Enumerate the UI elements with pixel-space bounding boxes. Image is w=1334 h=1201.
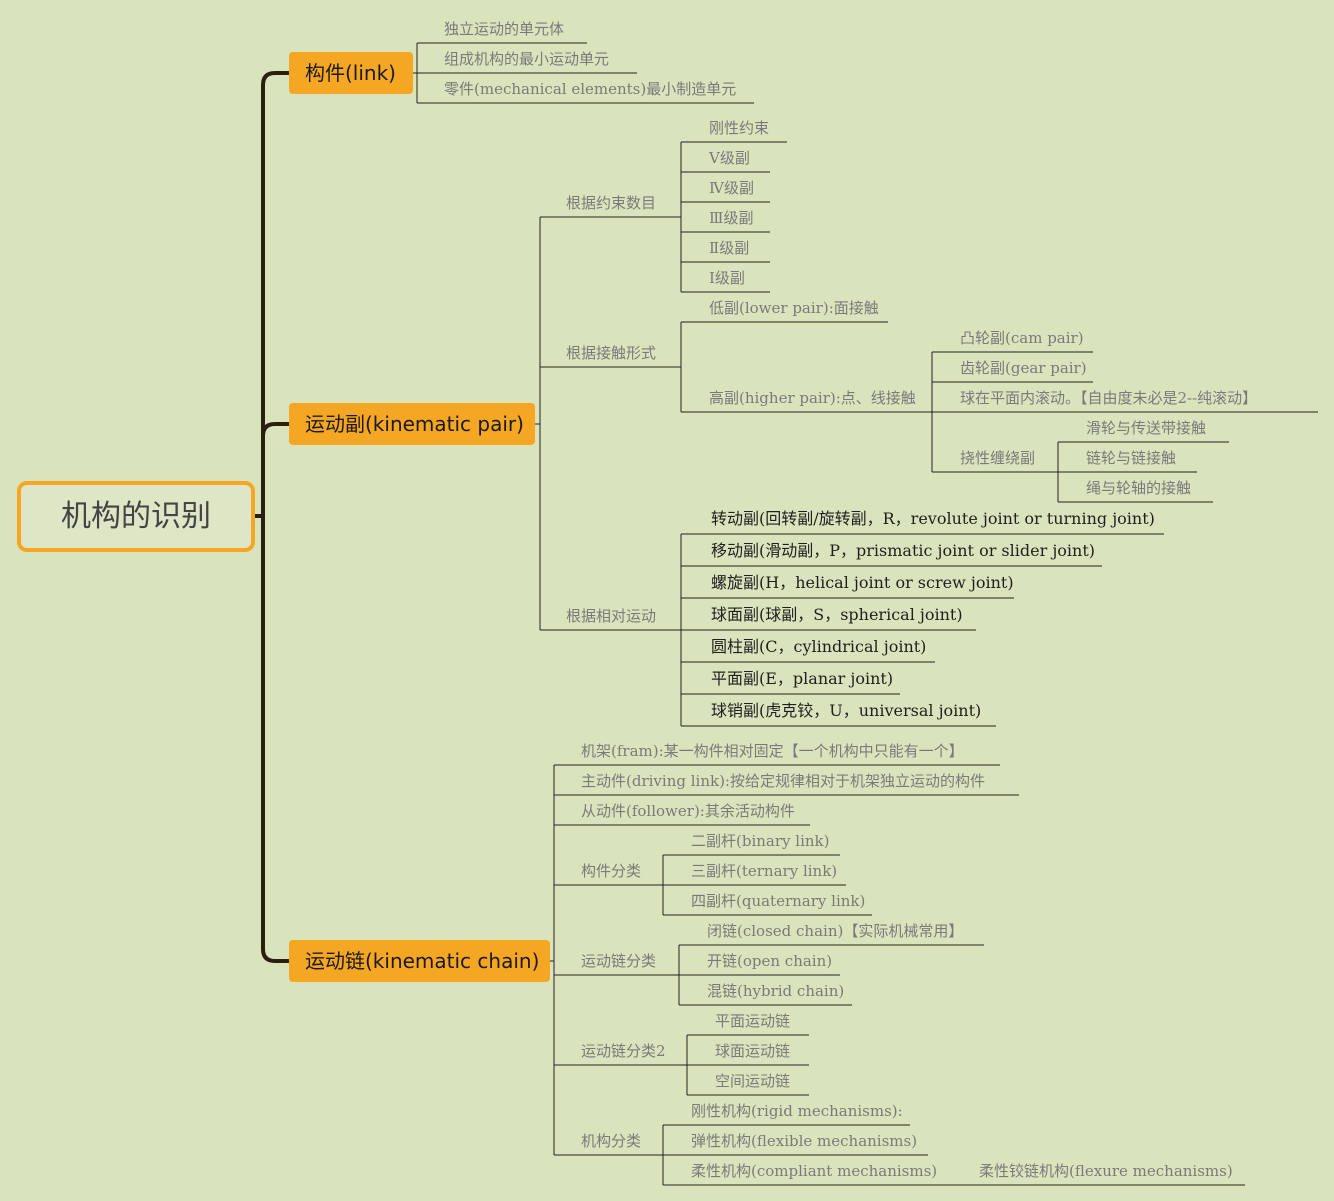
higher-pair-item[interactable]: 齿轮副(gear pair) xyxy=(960,359,1087,377)
mech-class-item[interactable]: 柔性机构(compliant mechanisms) xyxy=(691,1162,938,1180)
motion-item[interactable]: 球面副(球副，S，spherical joint) xyxy=(711,605,963,624)
link-item[interactable]: 独立运动的单元体 xyxy=(444,20,565,38)
mech-class-item[interactable]: 弹性机构(flexible mechanisms) xyxy=(691,1132,918,1150)
branch-kinematic-pair[interactable]: 运动副(kinematic pair) xyxy=(289,403,535,445)
higher-pair-item[interactable]: 球在平面内滚动。【自由度未必是2--纯滚动】 xyxy=(960,389,1258,407)
pair-by-contact[interactable]: 根据接触形式 xyxy=(566,344,657,362)
constraint-item[interactable]: Ⅰ级副 xyxy=(709,269,745,287)
compliant-sub-item[interactable]: 柔性铰链机构(flexure mechanisms) xyxy=(979,1162,1233,1180)
chain-class-item[interactable]: 开链(open chain) xyxy=(707,952,833,970)
motion-item[interactable]: 移动副(滑动副，P，prismatic joint or slider join… xyxy=(711,541,1096,560)
chain-chain-class[interactable]: 运动链分类 xyxy=(581,952,657,970)
chain-chain-class2[interactable]: 运动链分类2 xyxy=(581,1042,666,1060)
flexible-pair[interactable]: 挠性缠绕副 xyxy=(960,449,1036,467)
link-item[interactable]: 零件(mechanical elements)最小制造单元 xyxy=(444,80,737,98)
flexible-pair-item[interactable]: 滑轮与传送带接触 xyxy=(1086,419,1207,437)
lower-pair[interactable]: 低副(lower pair):面接触 xyxy=(709,299,879,317)
flexible-pair-item[interactable]: 链轮与链接触 xyxy=(1086,449,1177,467)
constraint-item[interactable]: Ⅳ级副 xyxy=(709,179,754,197)
trunk-lines xyxy=(255,71,289,963)
chain-follower[interactable]: 从动件(follower):其余活动构件 xyxy=(581,802,795,820)
branch-lines xyxy=(413,42,1318,1186)
chain-class2-item[interactable]: 空间运动链 xyxy=(715,1072,791,1090)
branch-kinematic-chain[interactable]: 运动链(kinematic chain) xyxy=(289,940,550,982)
constraint-item[interactable]: Ⅴ级副 xyxy=(709,149,750,167)
link-item[interactable]: 组成机构的最小运动单元 xyxy=(444,50,610,68)
constraint-item[interactable]: Ⅲ级副 xyxy=(709,209,754,227)
pair-by-motion[interactable]: 根据相对运动 xyxy=(566,607,657,625)
mech-class-item[interactable]: 刚性机构(rigid mechanisms): xyxy=(691,1102,903,1120)
motion-item[interactable]: 圆柱副(C，cylindrical joint) xyxy=(711,637,927,656)
chain-link-class[interactable]: 构件分类 xyxy=(581,862,642,880)
motion-item[interactable]: 平面副(E，planar joint) xyxy=(711,669,894,688)
root-topic[interactable]: 机构的识别 xyxy=(17,481,255,552)
link-class-item[interactable]: 四副杆(quaternary link) xyxy=(691,892,866,910)
chain-class2-item[interactable]: 球面运动链 xyxy=(715,1042,791,1060)
constraint-item[interactable]: Ⅱ级副 xyxy=(709,239,750,257)
flexible-pair-item[interactable]: 绳与轮轴的接触 xyxy=(1086,479,1192,497)
chain-class-item[interactable]: 混链(hybrid chain) xyxy=(707,982,845,1000)
chain-mech-class[interactable]: 机构分类 xyxy=(581,1132,642,1150)
chain-driving[interactable]: 主动件(driving link):按给定规律相对于机架独立运动的构件 xyxy=(581,772,985,790)
chain-frame[interactable]: 机架(fram):某一构件相对固定【一个机构中只能有一个】 xyxy=(581,742,964,760)
link-class-item[interactable]: 二副杆(binary link) xyxy=(691,832,830,850)
higher-pair-item[interactable]: 凸轮副(cam pair) xyxy=(960,329,1084,347)
link-class-item[interactable]: 三副杆(ternary link) xyxy=(691,862,838,880)
pair-by-constraint[interactable]: 根据约束数目 xyxy=(566,194,657,212)
chain-class2-item[interactable]: 平面运动链 xyxy=(715,1012,791,1030)
branch-link[interactable]: 构件(link) xyxy=(289,52,413,94)
chain-class-item[interactable]: 闭链(closed chain)【实际机械常用】 xyxy=(707,922,964,940)
motion-item[interactable]: 转动副(回转副/旋转副，R，revolute joint or turning … xyxy=(711,509,1155,528)
motion-item[interactable]: 球销副(虎克铰，U，universal joint) xyxy=(711,701,982,720)
constraint-item[interactable]: 刚性约束 xyxy=(709,119,770,137)
motion-item[interactable]: 螺旋副(H，helical joint or screw joint) xyxy=(711,573,1014,592)
higher-pair[interactable]: 高副(higher pair):点、线接触 xyxy=(709,389,916,407)
